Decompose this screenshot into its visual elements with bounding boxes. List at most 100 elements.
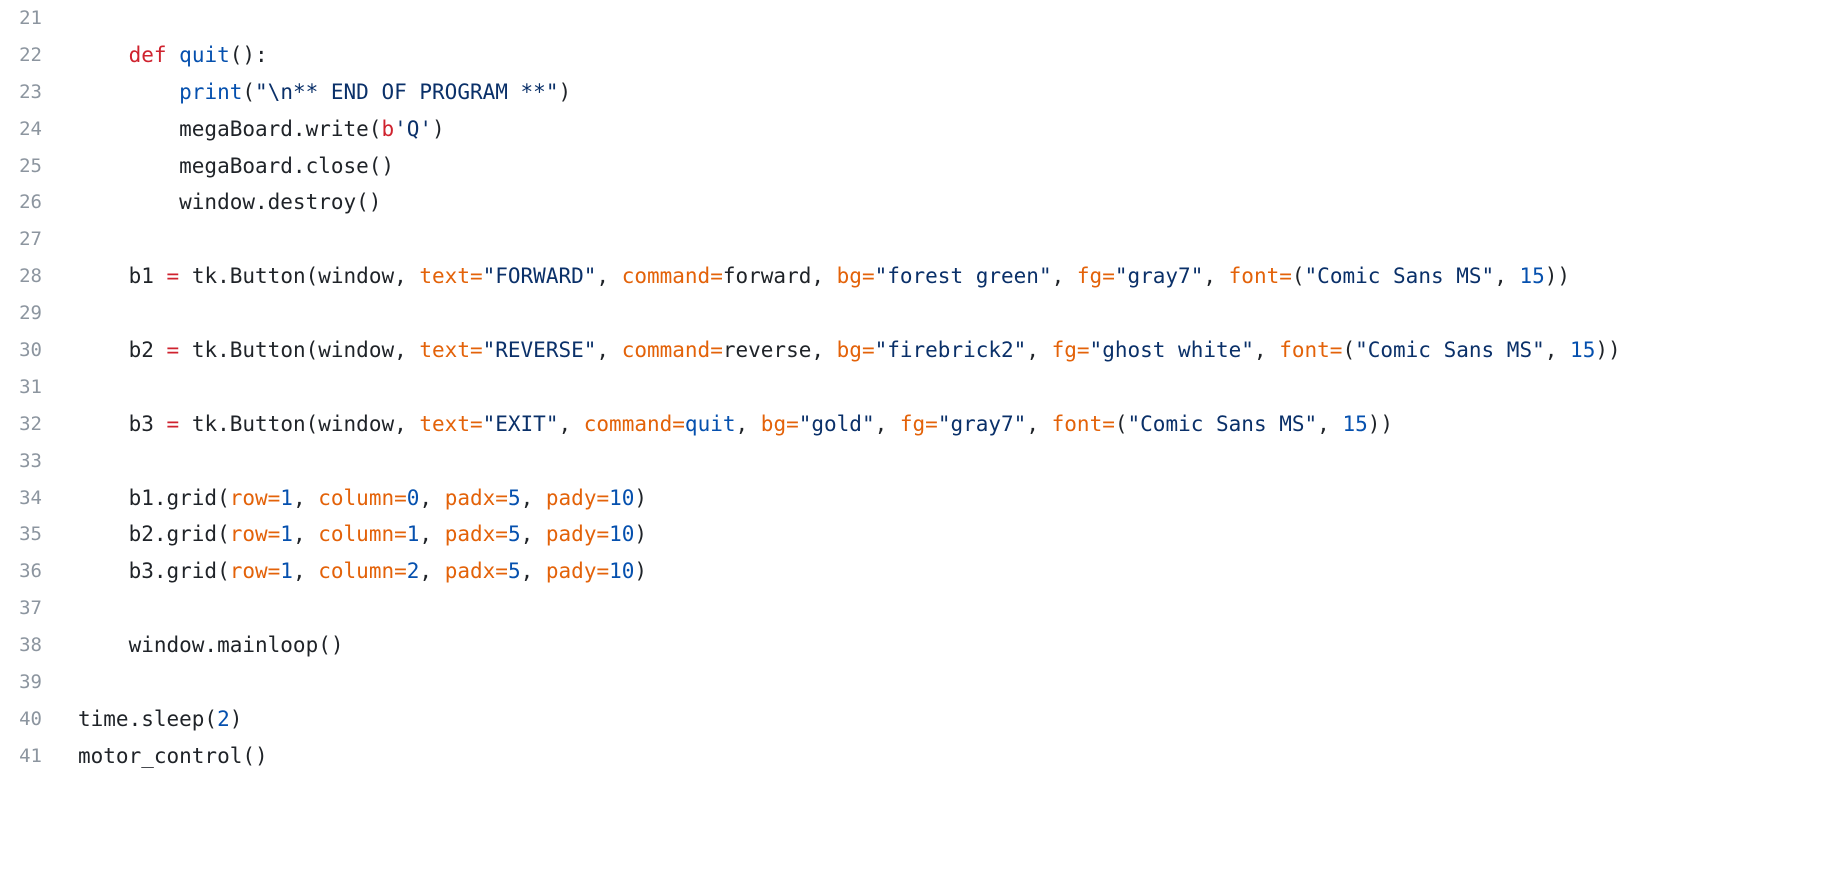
line-number: 36 xyxy=(19,560,42,583)
code-token: , xyxy=(292,559,319,584)
code-token: 1 xyxy=(280,485,293,510)
code-token: , xyxy=(596,338,622,363)
code-token: column= xyxy=(318,485,407,510)
line-number: 22 xyxy=(19,43,42,66)
code-token: , xyxy=(520,522,546,547)
code-token: text= xyxy=(419,338,483,363)
code-token: bg= xyxy=(760,411,799,436)
code-token: def xyxy=(128,42,167,67)
code-token: time.sleep( xyxy=(78,706,218,731)
code-token: megaBoard.close() xyxy=(78,153,395,178)
code-token: )) xyxy=(1595,338,1621,363)
code-token: b3 xyxy=(78,411,167,436)
code-token: fg= xyxy=(1051,338,1090,363)
line-code: b1 = tk.Button(window, text="FORWARD", c… xyxy=(78,258,1571,295)
code-token: command= xyxy=(583,411,685,436)
code-token: 10 xyxy=(609,522,635,547)
line-code: time.sleep(2) xyxy=(78,701,242,738)
code-token: , xyxy=(1026,338,1052,363)
code-token: 10 xyxy=(609,559,635,584)
code-token: 5 xyxy=(507,559,521,584)
code-token: , xyxy=(596,264,622,289)
code-token: "gray7" xyxy=(1114,264,1204,289)
code-token: , xyxy=(1026,411,1052,436)
code-token: row= xyxy=(229,485,281,510)
code-token: , xyxy=(419,522,445,547)
code-line: 31 xyxy=(0,369,1825,406)
code-token: ) xyxy=(432,116,445,141)
code-token: padx= xyxy=(444,485,508,510)
code-token: 5 xyxy=(507,485,521,510)
line-code: megaBoard.close() xyxy=(78,148,394,185)
code-token: ( xyxy=(1114,411,1128,436)
code-token: command= xyxy=(621,338,723,363)
code-token: row= xyxy=(229,559,281,584)
code-token: fg= xyxy=(899,411,938,436)
line-number: 38 xyxy=(19,634,42,657)
code-line: 22 def quit(): xyxy=(0,37,1825,74)
code-token: padx= xyxy=(444,559,508,584)
code-line: 28 b1 = tk.Button(window, text="FORWARD"… xyxy=(0,258,1825,295)
code-token: "Comic Sans MS" xyxy=(1304,264,1495,289)
line-number: 26 xyxy=(19,191,42,214)
code-token: ) xyxy=(634,522,648,547)
code-token: ( xyxy=(1291,264,1305,289)
line-code: b3 = tk.Button(window, text="EXIT", comm… xyxy=(78,406,1394,443)
code-token: quit xyxy=(684,411,736,436)
line-code: b2.grid(row=1, column=1, padx=5, pady=10… xyxy=(78,516,648,553)
code-token: 15 xyxy=(1519,264,1545,289)
code-token: 10 xyxy=(609,485,635,510)
code-token: b2 xyxy=(78,338,167,363)
line-number: 25 xyxy=(19,154,42,177)
line-number: 33 xyxy=(19,449,42,472)
code-line: 36 b3.grid(row=1, column=2, padx=5, pady… xyxy=(0,553,1825,590)
line-code: window.mainloop() xyxy=(78,627,344,664)
code-token: , xyxy=(1051,264,1077,289)
code-token xyxy=(167,43,180,67)
code-line: 26 window.destroy() xyxy=(0,184,1825,221)
code-token: "FORWARD" xyxy=(482,264,597,289)
code-token: text= xyxy=(419,411,483,436)
code-token: , xyxy=(419,485,445,510)
code-token: "firebrick2" xyxy=(874,338,1027,363)
code-token: , xyxy=(1544,338,1571,363)
code-token: 1 xyxy=(406,522,420,547)
code-token: 5 xyxy=(507,522,521,547)
code-token: , xyxy=(419,559,445,584)
line-number: 31 xyxy=(19,375,42,398)
code-token: print xyxy=(179,79,243,104)
code-line: 25 megaBoard.close() xyxy=(0,148,1825,185)
code-token: command= xyxy=(621,264,723,289)
line-code: b2 = tk.Button(window, text="REVERSE", c… xyxy=(78,332,1621,369)
code-token: row= xyxy=(229,522,281,547)
code-token: , xyxy=(520,559,546,584)
code-token: = xyxy=(166,264,180,289)
code-line: 21 xyxy=(0,0,1825,37)
code-token: tk.Button(window, xyxy=(179,411,420,436)
code-token: , xyxy=(735,411,761,436)
code-token: font= xyxy=(1279,338,1343,363)
line-code: megaBoard.write(b'Q') xyxy=(78,111,445,148)
code-token: , xyxy=(520,485,546,510)
code-token: fg= xyxy=(1076,264,1115,289)
code-token: pady= xyxy=(545,522,610,547)
code-token: (): xyxy=(229,42,268,67)
code-token: megaBoard.write( xyxy=(78,116,382,141)
code-token: "REVERSE" xyxy=(482,338,597,363)
code-token: column= xyxy=(318,522,407,547)
code-token: "forest green" xyxy=(874,264,1052,289)
code-token: , xyxy=(292,485,319,510)
code-token: "\n** END OF PROGRAM **" xyxy=(255,79,559,104)
code-token: tk.Button(window, xyxy=(179,264,420,289)
code-line: 37 xyxy=(0,590,1825,627)
code-token: "EXIT" xyxy=(482,411,559,436)
code-line: 24 megaBoard.write(b'Q') xyxy=(0,111,1825,148)
code-token: window.destroy() xyxy=(78,190,382,215)
code-token: 0 xyxy=(406,485,420,510)
code-token: )) xyxy=(1544,264,1571,289)
code-token: b xyxy=(381,116,395,141)
code-token: column= xyxy=(318,559,407,584)
code-line: 30 b2 = tk.Button(window, text="REVERSE"… xyxy=(0,332,1825,369)
code-line: 38 window.mainloop() xyxy=(0,627,1825,664)
